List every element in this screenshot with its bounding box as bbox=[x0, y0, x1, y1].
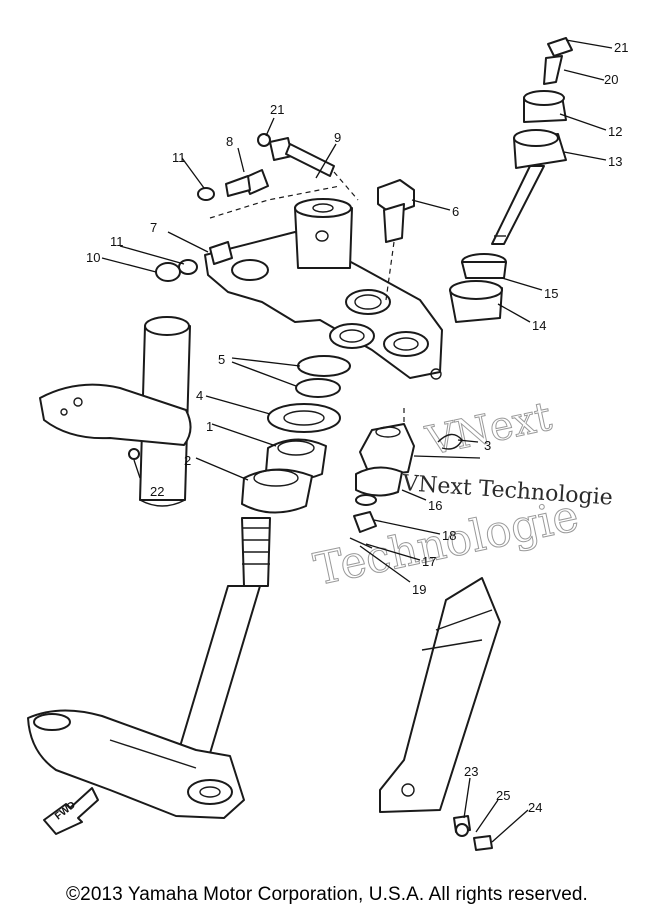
washer-left bbox=[178, 259, 198, 275]
callout-9: 9 bbox=[334, 130, 341, 145]
callout-16: 16 bbox=[428, 498, 442, 513]
callout-2: 2 bbox=[184, 453, 191, 468]
upper-bracket bbox=[204, 185, 443, 380]
callout-6: 6 bbox=[452, 204, 459, 219]
callout-25: 25 bbox=[496, 788, 510, 803]
stem-bolt bbox=[377, 179, 415, 301]
washer-upper-left bbox=[197, 187, 215, 201]
right-fork-leg bbox=[379, 577, 501, 851]
copyright-notice: ©2013 Yamaha Motor Corporation, U.S.A. A… bbox=[66, 884, 588, 905]
callout-19: 19 bbox=[412, 582, 426, 597]
callout-3: 3 bbox=[484, 438, 491, 453]
callout-18: 18 bbox=[442, 528, 456, 543]
steering-stem-lower-bracket bbox=[27, 517, 271, 819]
callout-11-upper: 11 bbox=[172, 150, 186, 165]
callout-24: 24 bbox=[528, 800, 542, 815]
pinch-bolt bbox=[225, 169, 269, 197]
washer-top bbox=[257, 133, 271, 147]
callout-14: 14 bbox=[532, 318, 546, 333]
bearing-stack bbox=[241, 355, 351, 514]
cap-nut bbox=[155, 262, 181, 282]
callout-22: 22 bbox=[150, 484, 164, 499]
callout-5: 5 bbox=[218, 352, 225, 367]
callout-7: 7 bbox=[150, 220, 157, 235]
exploded-parts-diagram: VNext Technologie bbox=[27, 37, 628, 851]
callout-10: 10 bbox=[86, 250, 100, 265]
long-bolt bbox=[269, 137, 359, 201]
left-fork-tube bbox=[39, 316, 192, 507]
callout-12: 12 bbox=[608, 124, 622, 139]
callout-4: 4 bbox=[196, 388, 203, 403]
callout-1: 1 bbox=[206, 419, 213, 434]
callout-23: 23 bbox=[464, 764, 478, 779]
callout-15: 15 bbox=[544, 286, 558, 301]
callout-8: 8 bbox=[226, 134, 233, 149]
callout-numbers: 1 2 3 4 5 6 7 8 9 10 11 11 12 13 14 15 1… bbox=[86, 40, 628, 815]
callout-13: 13 bbox=[608, 154, 622, 169]
leader-lines bbox=[101, 39, 613, 843]
callout-20: 20 bbox=[604, 72, 618, 87]
handlebar-holder bbox=[449, 37, 573, 323]
forward-direction-arrow: FWD bbox=[43, 787, 99, 835]
callout-17: 17 bbox=[422, 554, 436, 569]
callout-21-top: 21 bbox=[270, 102, 284, 117]
callout-21-top-right: 21 bbox=[614, 40, 628, 55]
callout-11-lower: 11 bbox=[110, 234, 124, 249]
steering-lock bbox=[349, 408, 463, 549]
watermark-line-1: VNext bbox=[422, 394, 556, 465]
